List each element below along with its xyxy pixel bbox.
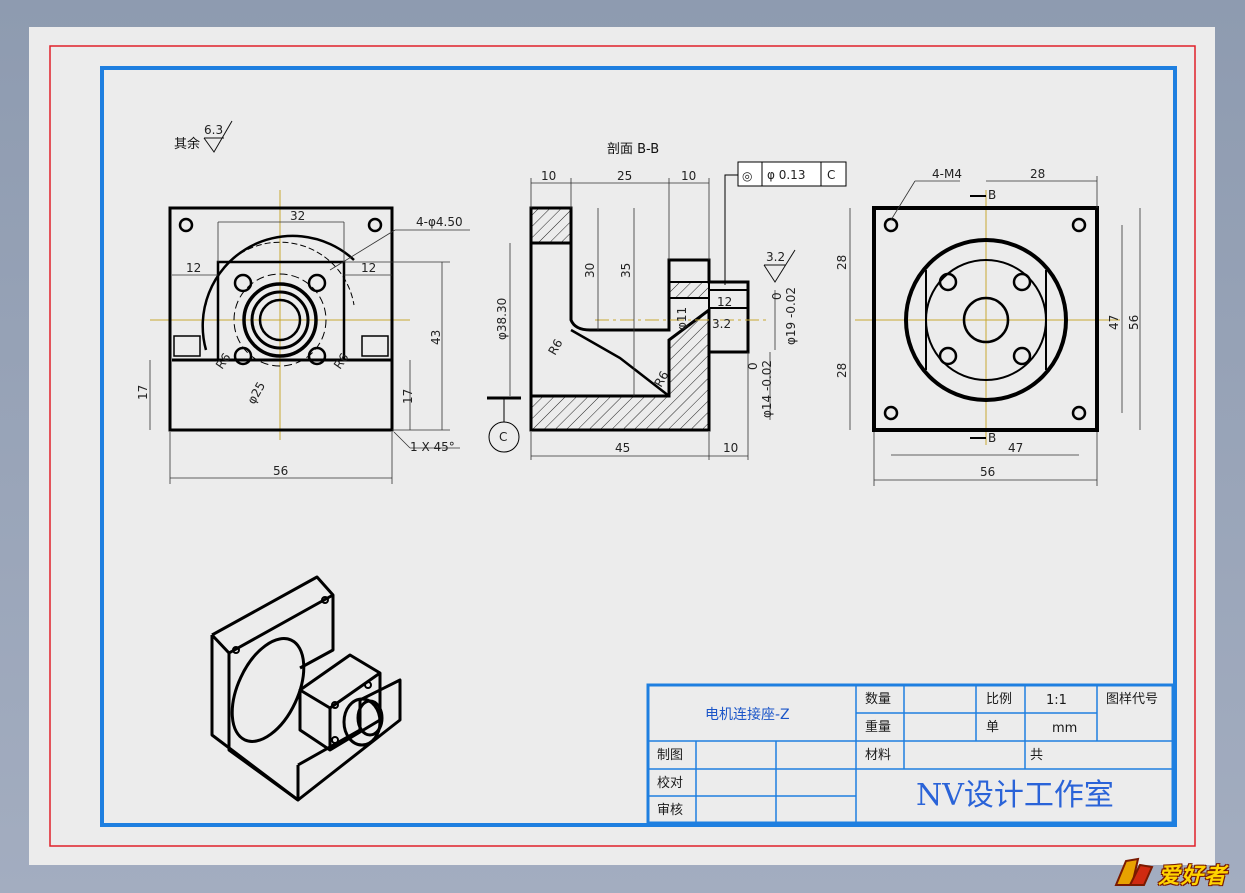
scale-value: 1:1	[1046, 693, 1067, 708]
section-dim-30: 30	[583, 263, 597, 278]
watermark-text: 爱好者	[1158, 864, 1228, 889]
gdt-datum: C	[827, 168, 835, 182]
front-dim-r6-left: R6	[213, 351, 234, 372]
material-label: 材料	[865, 748, 891, 763]
front-view: 32 12 12 43 17 17 56 1 X 45° 4-φ4.50 R6 …	[136, 190, 470, 484]
unit-label: 单	[986, 720, 999, 735]
section-roughness-inner: 3.2	[712, 317, 731, 331]
front-dim-12-right: 12	[361, 261, 376, 275]
section-dim-45: 45	[615, 441, 630, 455]
unit-value: mm	[1052, 721, 1077, 736]
weight-label: 重量	[865, 719, 891, 735]
section-dim-25: 25	[617, 169, 632, 183]
front-dim-17-left: 17	[136, 385, 150, 400]
checked-label: 校对	[657, 775, 683, 791]
front-dim-43: 43	[429, 330, 443, 345]
section-tol-19: φ19 -0.02	[784, 287, 798, 345]
section-dim-10-c: 10	[723, 441, 738, 455]
section-dim-10-a: 10	[541, 169, 556, 183]
section-tol-19-upper: 0	[770, 292, 784, 300]
drawn-label: 制图	[657, 748, 683, 763]
front-chamfer: 1 X 45°	[410, 440, 455, 454]
section-dim-35: 35	[619, 263, 633, 278]
drawing-sheet: 其余 6.3	[29, 27, 1215, 865]
isometric-view	[210, 575, 402, 802]
section-mark-bottom: B	[988, 431, 996, 445]
roughness-rest-value: 6.3	[204, 123, 223, 137]
side-dim-28-b: 28	[835, 363, 849, 378]
section-dim-dia38: φ38.30	[495, 298, 509, 340]
approved-label: 审核	[657, 803, 683, 818]
side-dim-56-right: 56	[1127, 315, 1141, 330]
section-dim-r6-a: R6	[545, 337, 565, 358]
side-dim-56-bottom: 56	[980, 465, 995, 479]
scale-label: 比例	[986, 692, 1012, 707]
gdt-value: φ 0.13	[767, 168, 805, 182]
part-name: 电机连接座-Z	[705, 706, 790, 723]
datum-c: C	[487, 396, 521, 453]
front-dim-dia25: φ25	[244, 379, 268, 406]
section-roughness: 3.2	[763, 249, 796, 283]
section-title: 剖面 B-B	[607, 142, 659, 157]
roughness-rest: 其余 6.3	[174, 120, 233, 153]
roughness-rest-prefix: 其余	[174, 136, 200, 152]
front-hole-callout: 4-φ4.50	[416, 215, 463, 229]
section-dim-r6-b: R6	[651, 369, 671, 390]
section-dim-12: 12	[717, 295, 732, 309]
front-dim-56: 56	[273, 464, 288, 478]
cad-drawing: 其余 6.3	[49, 45, 1196, 847]
svg-text:3.2: 3.2	[766, 250, 785, 264]
inner-border	[100, 66, 1177, 827]
section-view: 剖面 B-B ◎ φ 0.13 C 3.2	[487, 142, 847, 460]
section-tol-14-upper: 0	[746, 362, 760, 370]
side-dim-28-top: 28	[1030, 167, 1045, 181]
section-mark-top: B	[988, 188, 996, 202]
drawing-no-label: 图样代号	[1106, 692, 1158, 707]
watermark-emblem-icon	[1114, 857, 1154, 886]
side-thread-callout: 4-M4	[932, 167, 962, 181]
section-dim-10-b: 10	[681, 169, 696, 183]
side-dim-28-a: 28	[835, 255, 849, 270]
front-dim-17-right: 17	[401, 389, 415, 404]
outer-border	[49, 45, 1196, 847]
title-block: 电机连接座-Z 数量 比例 1:1 图样代号 重量 单 mm 材料 共 制图 校…	[646, 683, 1175, 825]
section-dim-dia11: φ11	[675, 307, 689, 330]
section-tol-14: φ14 -0.02	[760, 360, 774, 418]
front-dim-32: 32	[290, 209, 305, 223]
sheets-label: 共	[1030, 748, 1043, 763]
side-view: B B 28 4-M4 28 28 47 56 47 56	[835, 167, 1141, 486]
studio-name: NV设计工作室	[916, 778, 1114, 813]
side-dim-47-bottom: 47	[1008, 441, 1023, 455]
side-dim-47-right: 47	[1107, 315, 1121, 330]
front-dim-r6-right: R6	[331, 351, 352, 372]
gdt-symbol: ◎	[742, 169, 752, 183]
qty-label: 数量	[865, 692, 891, 707]
svg-text:C: C	[499, 430, 507, 444]
front-dim-12-left: 12	[186, 261, 201, 275]
watermark-logo: 爱好者	[1112, 855, 1240, 889]
gdt-frame: ◎ φ 0.13 C	[724, 161, 847, 285]
